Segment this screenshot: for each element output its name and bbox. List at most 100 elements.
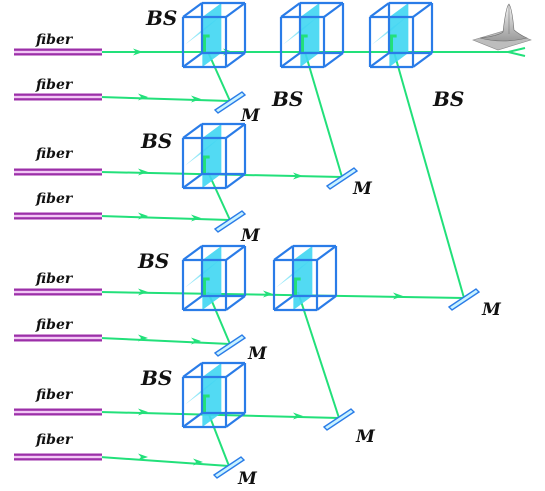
beam-line	[99, 215, 231, 221]
bs-label: BS	[140, 129, 172, 153]
fiber-label: fiber	[35, 77, 74, 93]
cube-edge	[273, 245, 294, 261]
splitter-face-shade	[185, 15, 222, 45]
internal-beam	[203, 277, 210, 296]
cube-edge	[225, 173, 246, 189]
beam-splitter-cube	[272, 244, 338, 312]
internal-beam	[203, 155, 210, 174]
cube-edge	[369, 52, 390, 68]
mirror-label: M	[247, 344, 268, 364]
fiber-core	[14, 336, 102, 340]
splitter-face-shade	[372, 15, 409, 45]
cube-edge	[225, 123, 246, 139]
cube-edge	[225, 2, 246, 18]
cube-edge	[225, 295, 246, 311]
beam-arrow-icon	[138, 212, 148, 220]
splitter-face-shade	[185, 136, 222, 166]
cube-edge	[182, 362, 203, 378]
cube-edge	[182, 412, 203, 428]
splitter-face-shade	[185, 258, 222, 288]
beam-arrow-icon	[191, 214, 201, 222]
label-group: fiber fiber fiber fiber fiber fiber fibe…	[35, 6, 502, 489]
cube-edge	[323, 2, 344, 18]
fiber-core	[14, 290, 102, 294]
cube-edge	[225, 245, 246, 261]
internal-beam	[301, 34, 308, 53]
fiber-label: fiber	[35, 432, 74, 448]
cube-edge	[182, 52, 203, 68]
beam-splitter-cube	[368, 1, 434, 69]
beam-arrow-icon	[138, 93, 148, 101]
splitter-face-shade	[276, 258, 313, 288]
cube-edge	[225, 412, 246, 428]
fiber-core	[14, 170, 102, 174]
mirror-label: M	[240, 106, 261, 126]
output-intensity-peak-icon	[472, 3, 532, 51]
fiber-label: fiber	[35, 387, 74, 403]
beam-arrow-icon	[263, 290, 273, 298]
bs-label: BS	[137, 249, 169, 273]
bs-label: BS	[432, 87, 464, 111]
cube-edge	[273, 295, 294, 311]
fiber-core	[14, 455, 102, 459]
beam-arrow-icon	[191, 337, 201, 345]
beam-line	[99, 291, 465, 299]
beam-arrow-icon	[138, 453, 148, 461]
mirror-label: M	[240, 226, 261, 246]
mirror	[213, 210, 247, 233]
mirror	[322, 408, 356, 431]
beam-line	[297, 291, 340, 419]
beam-line	[304, 51, 343, 178]
beam-splitter-group	[181, 1, 434, 429]
fiber-label: fiber	[35, 191, 74, 207]
beam-line	[99, 456, 230, 467]
beam-splitter-cube	[181, 122, 247, 190]
internal-beam	[203, 394, 210, 413]
cube-edge	[182, 2, 203, 18]
fiber-label: fiber	[35, 317, 74, 333]
beam-splitter-cube	[279, 1, 345, 69]
beam-splitter-cube	[181, 1, 247, 69]
cube-edge	[412, 52, 433, 68]
mirror	[447, 288, 481, 311]
cube-edge	[225, 52, 246, 68]
beam-arrow-icon	[138, 288, 148, 296]
cube-edge	[280, 52, 301, 68]
splitter-face-shade	[185, 375, 222, 405]
beam-arrow-icon	[393, 292, 403, 300]
beam-splitter-cube	[181, 244, 247, 312]
fiber-core	[14, 95, 102, 99]
mirror-label: M	[352, 179, 373, 199]
bs-label: BS	[140, 366, 172, 390]
mirror-group	[212, 91, 481, 479]
beam-line	[507, 47, 526, 53]
beam-line	[207, 411, 230, 467]
beam-arrow-icon	[191, 95, 201, 103]
cube-edge	[182, 245, 203, 261]
mirror-label: M	[481, 300, 502, 320]
beam-arrow-icon	[293, 412, 303, 420]
cube-edge	[369, 2, 390, 18]
fiber-core	[14, 214, 102, 218]
cube-edge	[412, 2, 433, 18]
beam-line	[207, 51, 231, 102]
beam-arrow-icon	[138, 168, 148, 176]
internal-beam	[203, 34, 210, 53]
beam-splitter-cube	[181, 361, 247, 429]
splitter-face-shade	[283, 15, 320, 45]
cube-edge	[182, 173, 203, 189]
mirror-label: M	[237, 469, 258, 489]
cube-edge	[280, 2, 301, 18]
cube-edge	[316, 245, 337, 261]
beam-line	[99, 96, 231, 102]
beam-arrow-icon	[138, 334, 148, 342]
fiber-group	[14, 48, 102, 461]
fiber-core	[14, 50, 102, 54]
cube-edge	[182, 295, 203, 311]
mirror	[325, 167, 359, 190]
bs-label: BS	[145, 6, 177, 30]
bs-label: BS	[271, 87, 303, 111]
cube-edge	[182, 123, 203, 139]
beam-line	[507, 51, 526, 57]
